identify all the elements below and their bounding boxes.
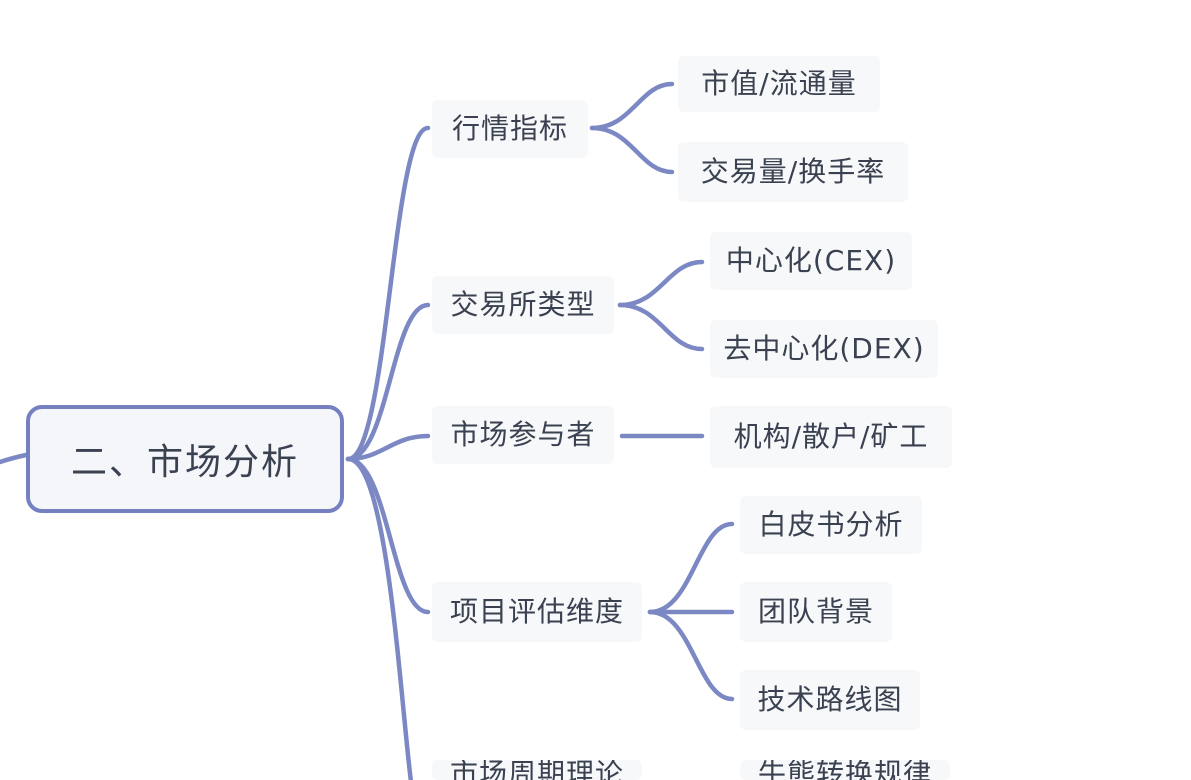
- leaf-node-bull-bear-cycle[interactable]: 牛熊转换规律: [740, 760, 950, 780]
- connector-root-branch-2: [345, 302, 431, 462]
- connector-root-branch-5: [345, 456, 414, 780]
- connector-root-branch-3: [345, 433, 431, 462]
- leaf-node-whitepaper[interactable]: 白皮书分析: [740, 496, 922, 554]
- branch-node-market-cycle[interactable]: 市场周期理论: [432, 760, 642, 780]
- connector-branch1-child-1: [589, 81, 675, 131]
- branch-node-market-indicators[interactable]: 行情指标: [432, 100, 588, 158]
- connector-branch1-child-2: [589, 125, 675, 175]
- connector-branch2-child-1: [617, 259, 705, 308]
- connector-branch2-child-2: [617, 302, 705, 352]
- leaf-node-roadmap[interactable]: 技术路线图: [740, 670, 920, 730]
- connector-branch4-child-1: [647, 521, 735, 615]
- branch-node-project-evaluation[interactable]: 项目评估维度: [432, 582, 642, 642]
- leaf-node-participant-types[interactable]: 机构/散户/矿工: [710, 406, 952, 468]
- leaf-node-team-background[interactable]: 团队背景: [740, 582, 892, 642]
- branch-node-exchange-types[interactable]: 交易所类型: [432, 276, 614, 334]
- leaf-node-cex[interactable]: 中心化(CEX): [710, 232, 912, 290]
- root-node[interactable]: 二、市场分析: [26, 405, 344, 513]
- leaf-node-dex[interactable]: 去中心化(DEX): [710, 320, 938, 378]
- leaf-node-market-cap[interactable]: 市值/流通量: [678, 56, 880, 112]
- leaf-node-trading-volume[interactable]: 交易量/换手率: [678, 142, 908, 202]
- connector-offscreen-left: [0, 452, 29, 465]
- connector-root-branch-1: [345, 125, 431, 462]
- connector-branch4-child-3: [647, 609, 735, 702]
- branch-node-market-participants[interactable]: 市场参与者: [432, 406, 614, 464]
